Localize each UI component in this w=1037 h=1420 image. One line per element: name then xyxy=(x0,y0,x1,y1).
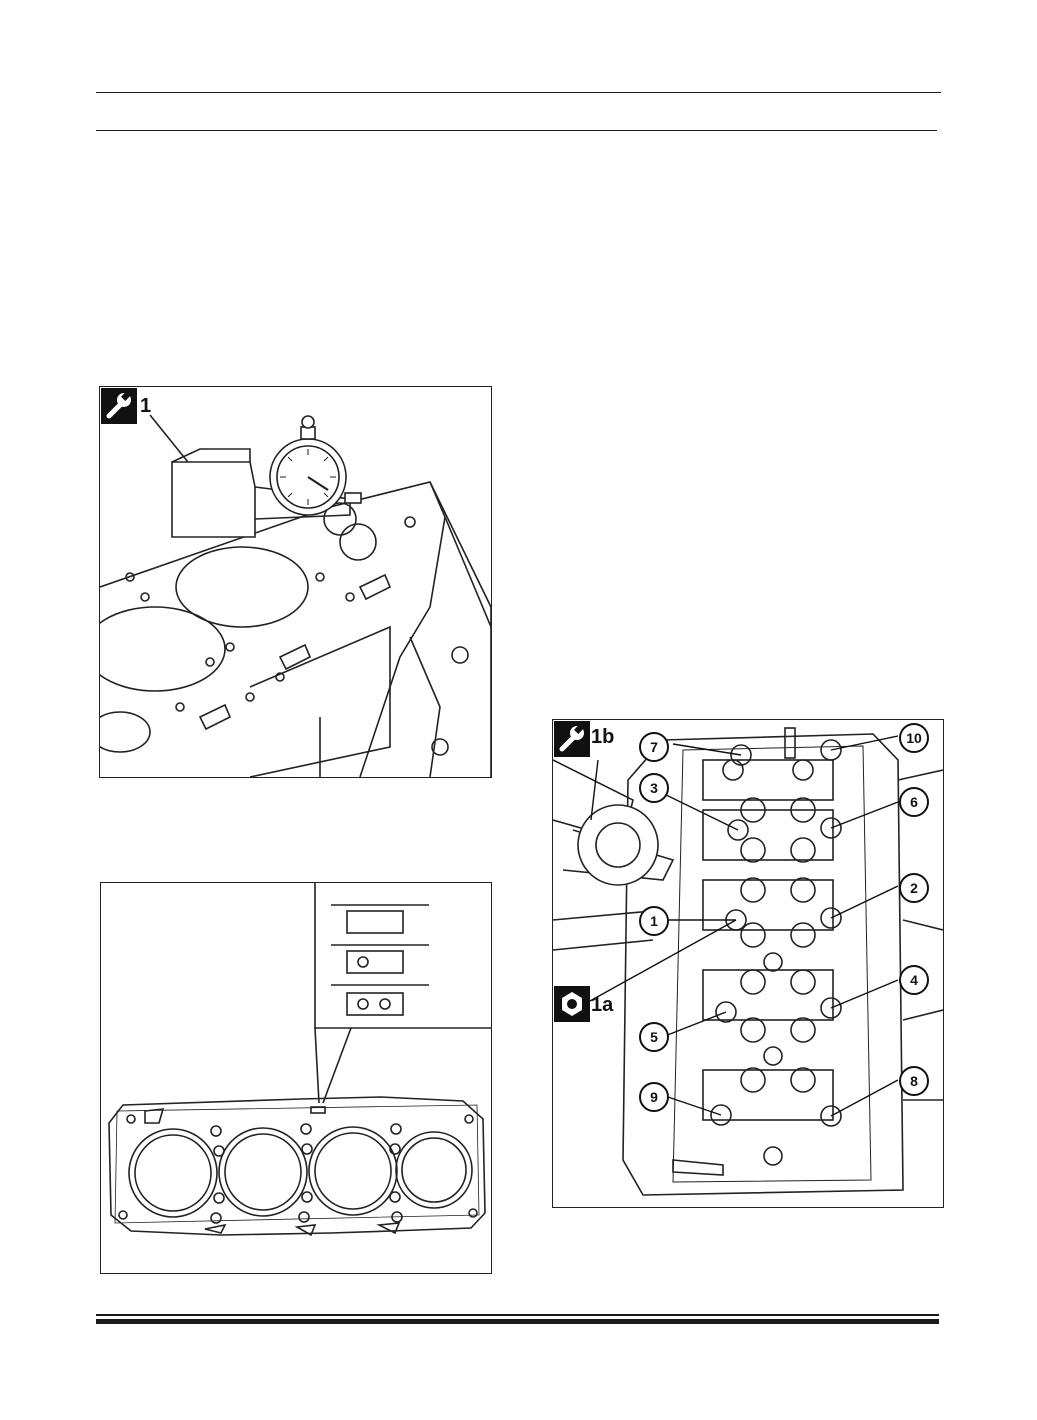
bolt-number-6: 6 xyxy=(899,787,929,817)
cylinder-head-drawing xyxy=(553,727,943,1196)
header-rule-top xyxy=(96,92,941,93)
bolt-number-2: 2 xyxy=(899,873,929,903)
bolt-number-8: 8 xyxy=(899,1066,929,1096)
bolt-number-4: 4 xyxy=(899,965,929,995)
bolt-number-1: 1 xyxy=(639,906,669,936)
bolt-number-5: 5 xyxy=(639,1022,669,1052)
wrench-icon xyxy=(554,721,590,757)
engine-block-drawing xyxy=(100,414,491,777)
gasket-drawing xyxy=(108,883,491,1237)
figure-callout: 1 xyxy=(140,395,152,417)
bolt-number-10: 10 xyxy=(899,723,929,753)
callout-1a: 1a xyxy=(591,994,614,1016)
bolt-number-7: 7 xyxy=(639,732,669,762)
figure-dial-gauge: 1 xyxy=(99,386,492,778)
wrench-icon xyxy=(101,388,137,424)
bolt-number-9: 9 xyxy=(639,1082,669,1112)
footer-rule-thick xyxy=(96,1319,939,1324)
figure-head-gasket xyxy=(100,882,492,1274)
socket-icon xyxy=(554,986,590,1022)
callout-1b: 1b xyxy=(591,726,615,748)
header-rule-bottom xyxy=(96,130,937,131)
footer-rule-thin xyxy=(96,1314,939,1316)
figure-head-bolt-sequence: 1b 1a 7 10 3 6 1 2 4 5 9 8 xyxy=(552,719,944,1208)
bolt-number-3: 3 xyxy=(639,773,669,803)
